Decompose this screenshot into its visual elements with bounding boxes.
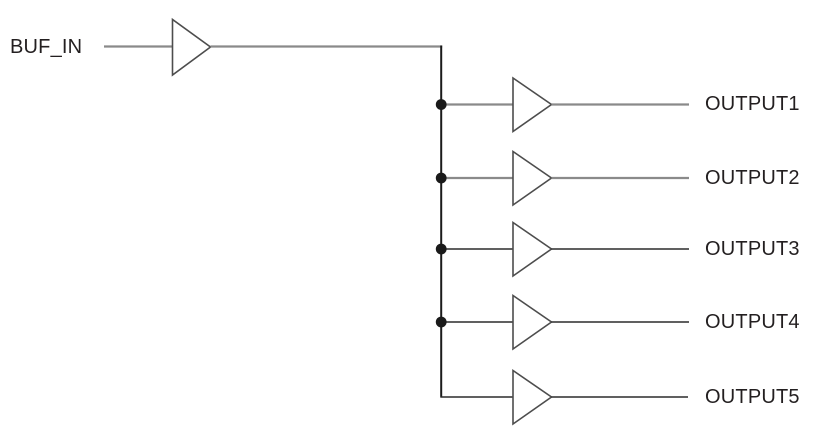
output3-buffer-icon xyxy=(512,220,553,278)
output-row-3 xyxy=(441,220,689,278)
input-net xyxy=(104,17,443,77)
junction-dot-4 xyxy=(435,316,447,328)
junction-dot-1 xyxy=(435,99,447,110)
input-net-label: BUF_IN xyxy=(10,36,83,58)
output4-buffer-icon xyxy=(512,293,553,351)
output2-net-label: OUTPUT2 xyxy=(705,167,800,189)
junction-dot-3 xyxy=(435,243,447,255)
output1-buffer-icon xyxy=(512,76,553,134)
output-row-2 xyxy=(441,149,689,207)
output-row-1 xyxy=(441,76,689,134)
output4-net-label: OUTPUT4 xyxy=(705,311,800,333)
output-row-4 xyxy=(441,293,689,351)
output3-net-label: OUTPUT3 xyxy=(705,238,800,260)
output5-net-label: OUTPUT5 xyxy=(705,386,800,408)
input-buffer-icon xyxy=(171,17,212,77)
output1-net-label: OUTPUT1 xyxy=(705,93,800,115)
output2-buffer-icon xyxy=(512,149,553,207)
output5-buffer-icon xyxy=(512,368,553,426)
junction-dot-2 xyxy=(435,172,447,184)
output-row-5 xyxy=(440,368,688,426)
